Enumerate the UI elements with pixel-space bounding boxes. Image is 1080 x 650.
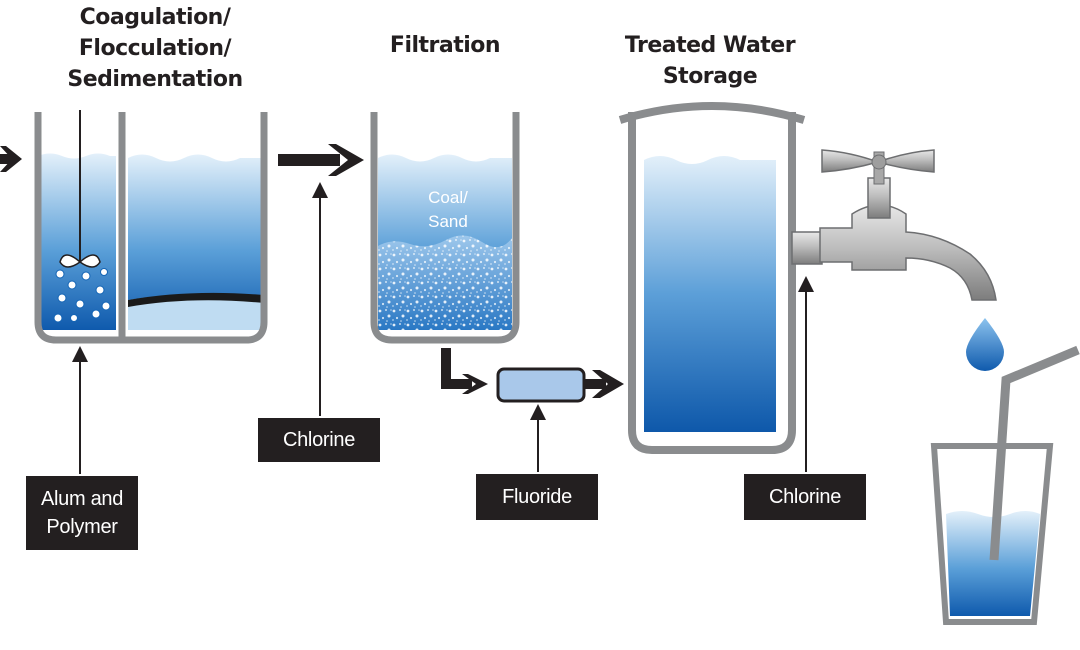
faucet-icon — [791, 149, 997, 301]
mixer-icon — [59, 110, 101, 268]
additive-feed-arrows — [72, 182, 814, 474]
filter-outflow-arrow-icon — [441, 348, 488, 394]
additive-label-alum-polymer: Alum and Polymer — [26, 476, 138, 550]
inflow-arrow-icon — [0, 146, 22, 172]
additive-label-chlorine-2: Chlorine — [744, 474, 866, 520]
flow-arrow-icon — [278, 144, 364, 176]
water-drop-icon — [966, 318, 1004, 371]
straw-icon — [989, 345, 1080, 561]
stage-title-coagulation: Coagulation/ Flocculation/ Sedimentation — [67, 5, 243, 92]
additive-label-chlorine-1: Chlorine — [258, 418, 380, 462]
filtration-tank — [370, 112, 520, 344]
coagulation-tank — [34, 110, 268, 344]
storage-tank — [618, 102, 806, 454]
filter-media-label: Coal/ Sand — [428, 188, 468, 231]
fluoride-unit — [496, 367, 586, 403]
drinking-glass-icon — [930, 443, 1054, 625]
flow-arrow-icon — [584, 370, 624, 398]
stage-title-storage: Treated Water Storage — [624, 33, 796, 89]
stage-title-filtration: Filtration — [389, 33, 501, 58]
additive-label-fluoride: Fluoride — [476, 474, 598, 520]
